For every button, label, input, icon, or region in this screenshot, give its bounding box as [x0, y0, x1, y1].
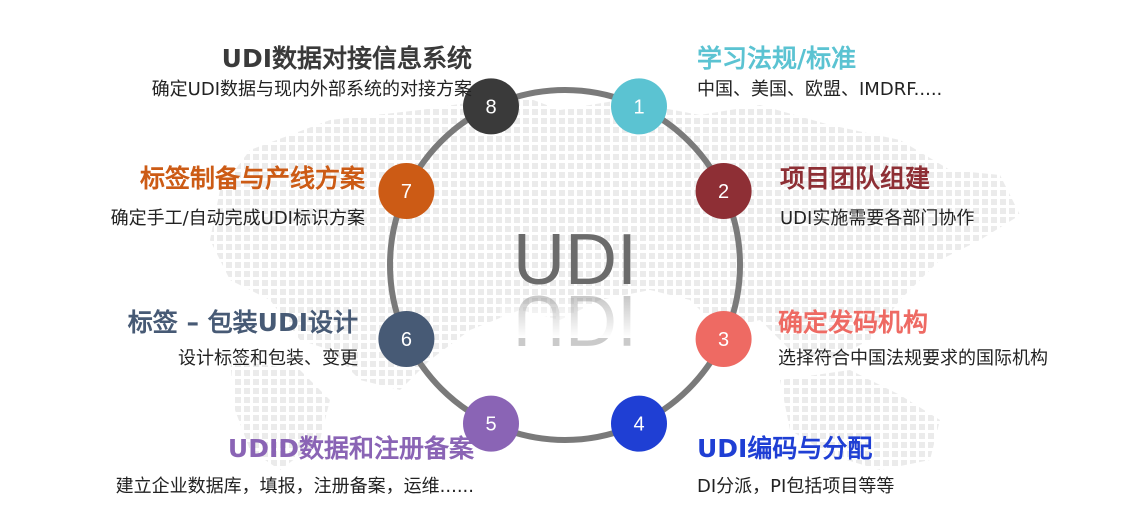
- step-1-number: 1: [633, 96, 644, 118]
- step-8-desc: 确定UDI数据与现内外部系统的对接方案: [151, 79, 472, 100]
- step-1-circle: [611, 78, 667, 135]
- step-4-node: 4: [611, 395, 667, 452]
- step-5-label: UDID数据和注册备案 建立企业数据库，填报，注册备案，运维......: [116, 434, 474, 498]
- step-4-label: UDI编码与分配 DI分派，PI包括项目等等: [697, 434, 894, 498]
- step-6-circle: [378, 311, 435, 367]
- step-7-node: 7: [378, 163, 435, 219]
- step-8-node: 8: [463, 78, 519, 135]
- step-2-desc: UDI实施需要各部门协作: [780, 208, 975, 229]
- step-6-label: 标签 – 包装UDI设计 设计标签和包装、变更: [128, 308, 358, 370]
- step-8-label: UDI数据对接信息系统 确定UDI数据与现内外部系统的对接方案: [152, 44, 472, 101]
- step-4-number: 4: [633, 414, 644, 436]
- step-2-number: 2: [718, 181, 729, 203]
- step-4-title: UDI编码与分配: [697, 434, 873, 463]
- step-4-circle: [611, 395, 667, 452]
- step-1-title: 学习法规/标准: [697, 44, 857, 73]
- step-8-title: UDI数据对接信息系统: [221, 44, 472, 73]
- step-2-node: 2: [695, 163, 752, 219]
- step-7-number: 7: [401, 181, 412, 203]
- step-3-circle: [695, 311, 752, 367]
- step-5-number: 5: [485, 414, 496, 436]
- step-7-title: 标签制备与产线方案: [139, 164, 365, 193]
- process-ring: [387, 87, 743, 443]
- step-3-title: 确定发码机构: [778, 308, 929, 337]
- center-udi-logo: UDI UDI: [500, 220, 650, 360]
- step-6-number: 6: [401, 329, 412, 351]
- step-3-number: 3: [718, 329, 729, 351]
- step-6-title: 标签 – 包装UDI设计: [127, 308, 358, 337]
- step-7-label: 标签制备与产线方案 确定手工/自动完成UDI标识方案: [111, 164, 365, 230]
- step-2-title: 项目团队组建: [780, 164, 931, 193]
- step-3-desc: 选择符合中国法规要求的国际机构: [778, 348, 1048, 369]
- step-3-label: 确定发码机构 选择符合中国法规要求的国际机构: [778, 308, 1048, 370]
- step-nodes: 1 2 3 4 5 6 7 8: [378, 78, 752, 452]
- step-7-circle: [378, 163, 435, 219]
- step-3-node: 3: [695, 311, 752, 367]
- step-5-desc: 建立企业数据库，填报，注册备案，运维......: [115, 476, 474, 497]
- step-7-desc: 确定手工/自动完成UDI标识方案: [110, 208, 365, 229]
- step-6-desc: 设计标签和包装、变更: [178, 348, 358, 369]
- step-8-number: 8: [485, 96, 496, 118]
- step-4-desc: DI分派，PI包括项目等等: [697, 476, 895, 497]
- step-2-label: 项目团队组建 UDI实施需要各部门协作: [780, 164, 974, 230]
- step-5-title: UDID数据和注册备案: [227, 434, 474, 463]
- step-6-node: 6: [378, 311, 435, 367]
- step-1-node: 1: [611, 78, 667, 135]
- step-1-desc: 中国、美国、欧盟、IMDRF.....: [697, 79, 943, 100]
- center-udi-text: UDI: [513, 220, 637, 300]
- step-8-circle: [463, 78, 519, 135]
- step-5-node: 5: [463, 395, 519, 452]
- step-2-circle: [695, 163, 752, 219]
- step-1-label: 学习法规/标准 中国、美国、欧盟、IMDRF.....: [697, 44, 942, 101]
- step-5-circle: [463, 395, 519, 452]
